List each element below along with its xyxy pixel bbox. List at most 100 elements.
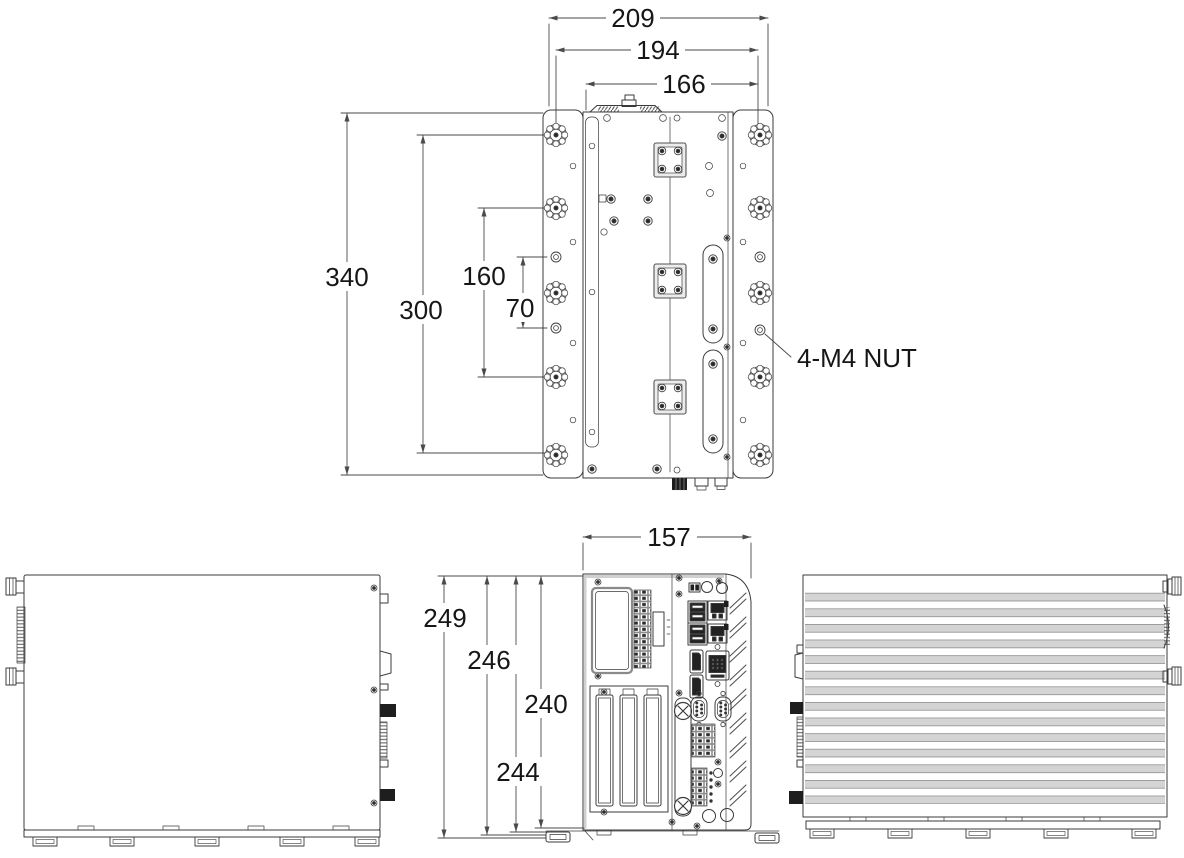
mounting-foot (887, 828, 913, 839)
dim-front-width: 157 (582, 522, 752, 579)
chassis-outline (802, 574, 1168, 818)
m4-nut-hole (550, 322, 562, 334)
mounting-pad (653, 142, 687, 178)
dim-label-246: 246 (467, 645, 510, 675)
screw (587, 464, 597, 474)
screw (609, 216, 619, 226)
audio-jack (713, 768, 723, 778)
mounting-foot (32, 836, 58, 847)
dim-label-160: 160 (462, 261, 505, 291)
mounting-foot (354, 836, 380, 847)
dim-label-240: 240 (524, 689, 567, 719)
mounting-nut (747, 280, 773, 306)
mounting-nut (543, 122, 569, 148)
m4-nut-hole (754, 324, 766, 336)
antenna-hole (701, 581, 713, 593)
left-side-view (5, 574, 396, 847)
screw (708, 359, 718, 369)
screw (708, 254, 718, 264)
relay-block (652, 611, 665, 647)
knob (790, 702, 803, 714)
dim-rear-height-m4-span: 70 (500, 256, 548, 329)
power-knob (672, 478, 687, 490)
dim-label-166: 166 (662, 69, 705, 99)
heatsink-fins (805, 586, 1165, 804)
front-panel-outline (582, 573, 752, 831)
right-side-heatsink-view (789, 574, 1182, 839)
dim-rear-height-overall: 340 (318, 112, 544, 476)
screw (600, 688, 608, 696)
mounting-nut (747, 364, 773, 390)
slot-cover (643, 688, 662, 807)
bottom-mounting-rail (805, 816, 1161, 839)
mounting-foot (1043, 828, 1069, 839)
chassis-outline (23, 574, 381, 831)
rear-mounting-view: 209 194 166 340 300 160 70 (318, 3, 917, 491)
dim-label-209: 209 (611, 3, 654, 33)
serial-port-db9 (714, 690, 732, 728)
mounting-nut (543, 364, 569, 390)
screw (643, 216, 653, 226)
knurled-edge (796, 716, 804, 758)
screw (717, 131, 727, 141)
thumbscrew (673, 796, 693, 816)
screw (708, 324, 718, 334)
screw (652, 464, 662, 474)
mounting-nut (543, 195, 569, 221)
dim-rear-height-nut-span: 300 (393, 134, 550, 454)
front-right-io-section (668, 574, 734, 830)
knurled-knob-hatch (1164, 607, 1170, 646)
mounting-foot (109, 836, 135, 847)
mounting-foot (965, 828, 991, 839)
dim-label-244: 244 (496, 757, 539, 787)
knob (789, 791, 803, 804)
antenna-connector (5, 577, 25, 596)
mounting-foot (1131, 828, 1157, 839)
right-edge-connectors (379, 593, 396, 801)
knob (380, 704, 396, 717)
heatsink-fin-slats (729, 592, 747, 807)
dsub-edge (794, 652, 804, 680)
display-cutout-inner (595, 591, 629, 670)
m4-nut-callout: 4-M4 NUT (764, 333, 917, 373)
screw (675, 590, 683, 598)
pin-indicators (709, 771, 713, 803)
mounting-foot (279, 836, 305, 847)
dim-label-340: 340 (325, 262, 368, 292)
screw (370, 686, 378, 694)
dim-label-157: 157 (647, 522, 690, 552)
dvi-port (705, 644, 730, 687)
screw (723, 234, 731, 242)
m4-nut-hole (550, 251, 562, 263)
knob (380, 789, 395, 801)
screw (693, 822, 701, 830)
antenna-hole (720, 808, 734, 822)
mounting-nut (747, 122, 773, 148)
card-retainer-rail (673, 697, 693, 817)
antenna-connector (1162, 576, 1182, 596)
dim-rear-width-nut-span: 194 (555, 35, 759, 127)
usb-port-stack (687, 600, 708, 624)
rear-chassis-body (582, 94, 734, 491)
top-serration (640, 106, 660, 112)
mounting-nut (747, 442, 773, 468)
screw (723, 453, 731, 461)
mounting-pad (653, 379, 687, 415)
top-serration (598, 106, 619, 112)
m4-nut-hole (754, 251, 766, 263)
display-cutout (590, 586, 634, 675)
dip-switch (688, 582, 701, 593)
left-mounting-rail (542, 109, 584, 479)
antenna-hole (702, 809, 716, 823)
knurled-edge (16, 606, 26, 664)
dim-rear-width-overall: 209 (548, 3, 769, 107)
front-bottom-brackets (545, 829, 780, 844)
screw (714, 780, 722, 788)
right-mounting-rail (732, 109, 774, 479)
mounting-pad (653, 263, 687, 299)
slot-cutout (702, 244, 724, 344)
antenna-connector (1162, 666, 1182, 686)
serial-port-db9 (690, 690, 708, 728)
